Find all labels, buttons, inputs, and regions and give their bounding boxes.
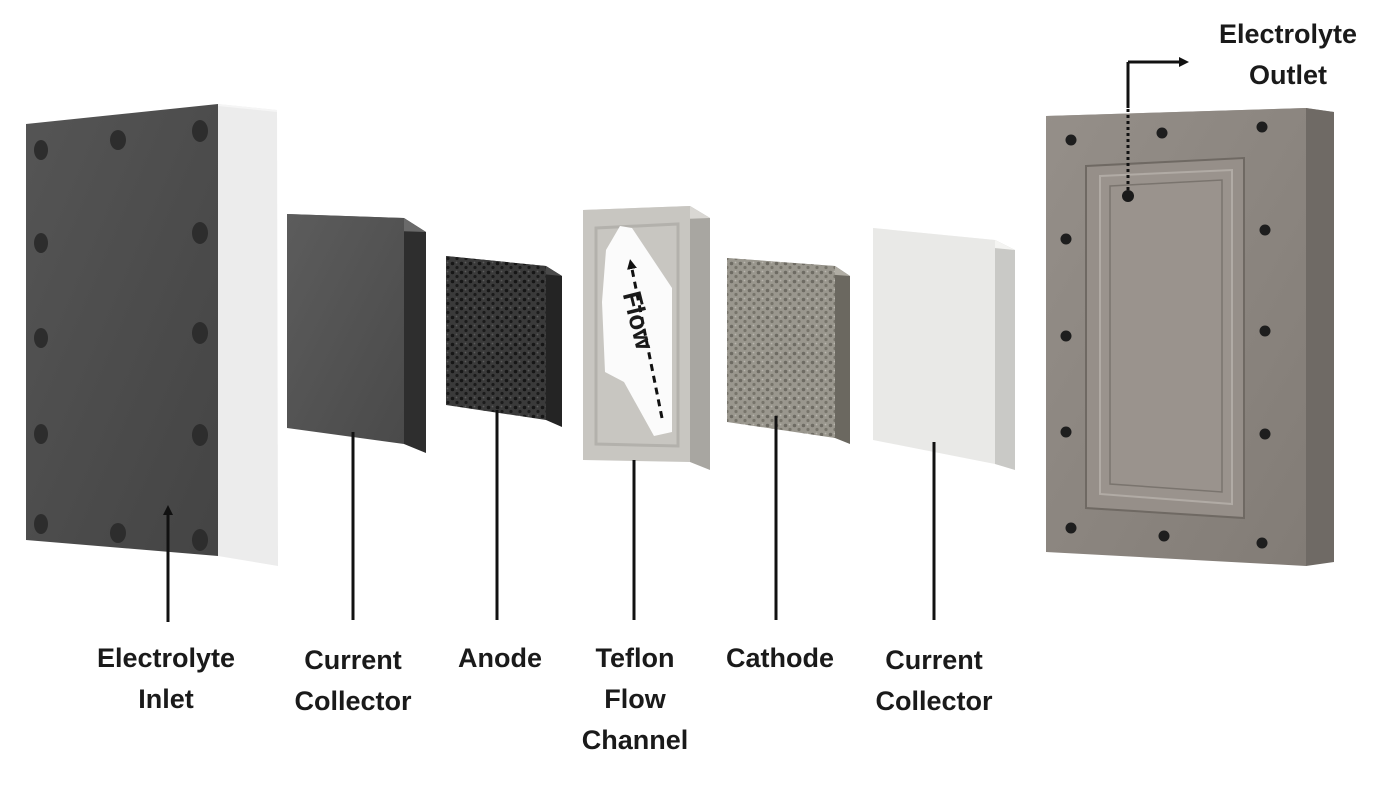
cathode-foam — [727, 258, 850, 444]
label-line: Teflon — [595, 643, 675, 673]
current-collector-right — [873, 228, 1015, 470]
flow-cavity — [602, 226, 672, 436]
current-collector-left-label: Current Collector — [268, 640, 438, 722]
teflon-flow-channel — [583, 206, 710, 470]
label-line: Anode — [458, 643, 542, 673]
current-collector-right-label: Current Collector — [849, 640, 1019, 722]
label-line: Current — [304, 645, 402, 675]
anode-label: Anode — [440, 638, 560, 679]
electrolyte-inlet-label: Electrolyte Inlet — [66, 638, 266, 720]
label-line: Current — [885, 645, 983, 675]
teflon-flow-channel-label: Teflon Flow Channel — [565, 638, 705, 761]
label-line: Electrolyte — [96, 643, 236, 673]
anode-foam — [446, 256, 562, 427]
label-line: Collector — [875, 686, 993, 716]
electrolyte-outlet-label: Electrolyte Outlet — [1188, 14, 1388, 96]
bolt-holes — [34, 120, 208, 551]
label-line: Inlet — [138, 684, 194, 714]
outlet-plate — [1046, 108, 1334, 566]
label-line: Electrolyte — [1218, 19, 1358, 49]
label-line: Channel — [581, 725, 689, 755]
label-line: Flow — [604, 684, 666, 714]
label-line: Collector — [294, 686, 412, 716]
flow-arrow — [627, 259, 664, 419]
label-line: Outlet — [1249, 60, 1327, 90]
leader-lines — [163, 57, 1189, 622]
cathode-label: Cathode — [710, 638, 850, 679]
current-collector-left — [287, 214, 426, 453]
label-line: Cathode — [726, 643, 834, 673]
bolt-holes — [1060, 121, 1271, 549]
inlet-plate — [26, 104, 278, 566]
outlet-port — [1122, 190, 1134, 202]
